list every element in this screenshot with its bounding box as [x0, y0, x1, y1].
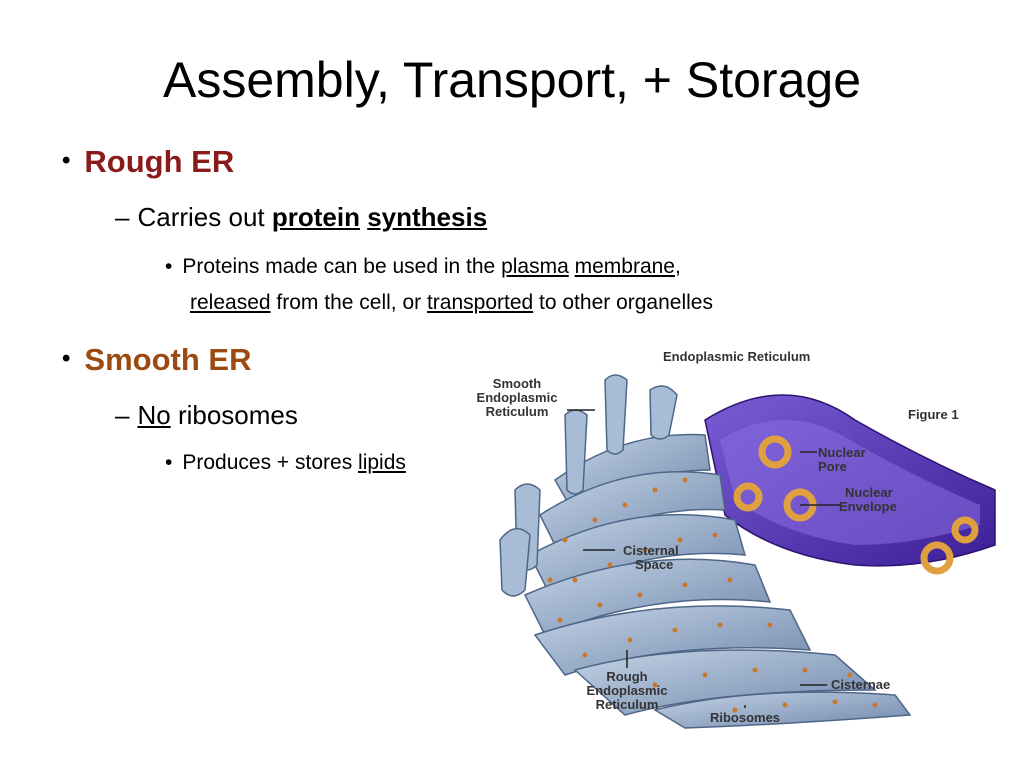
rough-er-heading: Rough ER	[84, 144, 235, 179]
label-ribosomes: Ribosomes	[710, 710, 780, 725]
word-released: released	[190, 291, 271, 314]
rough-er-detail-line2: released from the cell, or transported t…	[190, 289, 713, 317]
word-membrane: membrane	[574, 255, 675, 278]
comma: ,	[675, 255, 681, 278]
word-lipids: lipids	[358, 451, 406, 474]
label-rough-er-line1: Rough	[606, 669, 647, 684]
detail-text: to other organelles	[533, 291, 713, 314]
dash: –	[115, 202, 130, 232]
keyword-protein: protein	[271, 202, 360, 232]
label-nuclear-envelope-line1: Nuclear	[845, 485, 893, 500]
label-cisternal-space-line1: Cisternal	[623, 543, 679, 558]
word-transported: transported	[426, 291, 534, 314]
smooth-er-heading: Smooth ER	[84, 342, 252, 377]
nuclear-pore	[758, 435, 792, 469]
label-smooth-er-line2: Endoplasmic	[477, 390, 558, 405]
rough-er-detail-line1: • Proteins made can be used in the plasma…	[165, 253, 681, 281]
nuclear-pore	[733, 482, 763, 512]
smooth-er-subpoint: –No ribosomes	[115, 398, 298, 432]
smooth-er-detail: • Produces + stores lipids	[165, 449, 406, 477]
word-no: No	[137, 400, 171, 430]
nuclear-pore	[951, 516, 979, 544]
bullet-dot: •	[62, 345, 71, 372]
rough-er-subpoint: –Carries out protein synthesis	[115, 200, 487, 234]
bullet-dot-small: •	[165, 255, 173, 278]
label-smooth-er-line3: Reticulum	[486, 404, 549, 419]
figure-title: Endoplasmic Reticulum	[663, 349, 810, 364]
bullet-dot: •	[62, 147, 71, 174]
er-cisternae	[523, 433, 912, 729]
label-nuclear-envelope-line2: Envelope	[839, 499, 897, 514]
label-rough-er-line3: Reticulum	[596, 697, 659, 712]
nuclear-pore	[920, 541, 954, 575]
label-smooth-er-line1: Smooth	[493, 376, 541, 391]
smooth-er-tubules	[499, 374, 678, 597]
dash: –	[115, 400, 130, 430]
detail-text: Proteins made can be used in the	[182, 255, 502, 278]
bullet-rough-er: • Rough ER	[62, 142, 234, 181]
label-cisternal-space-line2: Space	[635, 557, 673, 572]
detail-text: from the cell, or	[270, 291, 427, 314]
label-nuclear-pore-line1: Nuclear	[818, 445, 866, 460]
subpoint-text: Carries out	[137, 202, 272, 232]
subpoint-text: ribosomes	[170, 400, 298, 430]
slide-title: Assembly, Transport, + Storage	[163, 52, 861, 108]
ribosomes	[547, 477, 878, 713]
label-rough-er-line2: Endoplasmic	[587, 683, 668, 698]
detail-text: Produces + stores	[182, 451, 359, 474]
bullet-smooth-er: • Smooth ER	[62, 340, 251, 379]
label-cisternae: Cisternae	[831, 677, 890, 692]
figure-number-label: Figure 1	[908, 407, 959, 422]
bullet-dot-small: •	[165, 451, 173, 474]
word-plasma: plasma	[501, 255, 569, 278]
er-illustration: Endoplasmic Reticulum Figure 1 Smooth En…	[477, 349, 996, 729]
keyword-synthesis: synthesis	[367, 202, 488, 232]
label-nuclear-pore-line2: Pore	[818, 459, 847, 474]
leader-lines	[567, 409, 840, 708]
